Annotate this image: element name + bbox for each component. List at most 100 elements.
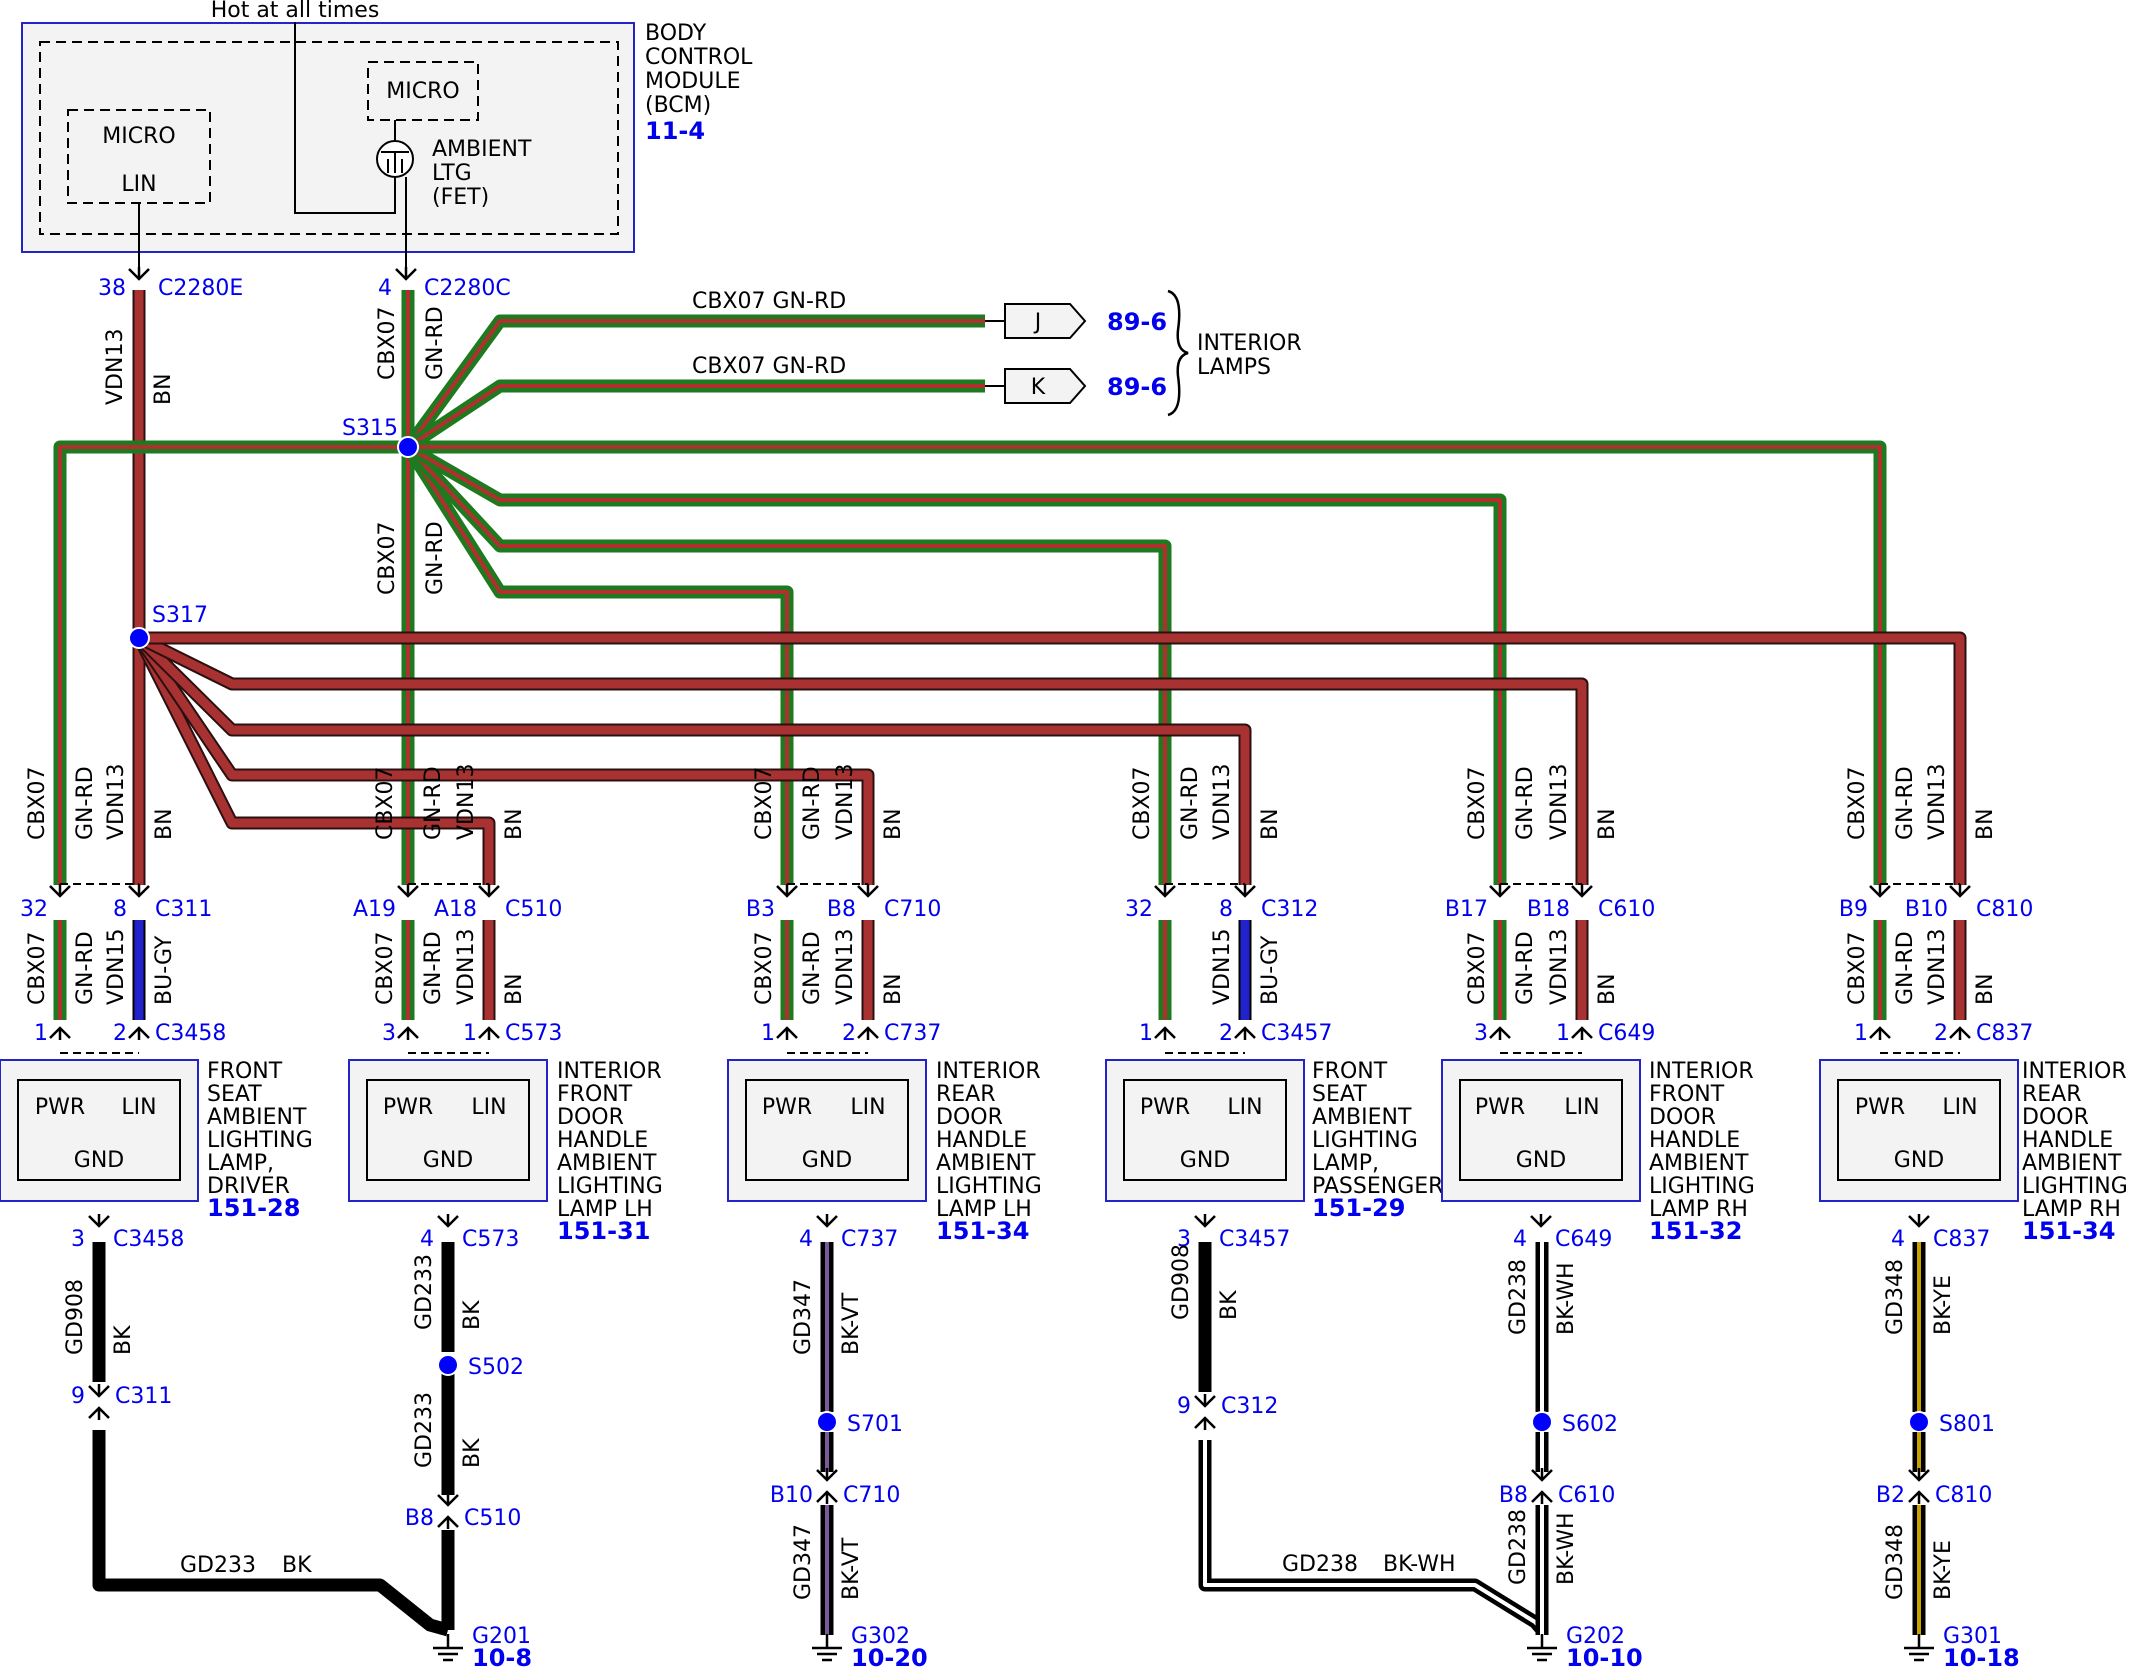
connector-label: C837 bbox=[1933, 1227, 1990, 1252]
vdn13-branch-m3-edge bbox=[133, 634, 875, 885]
ground-circuit-label: GD348 bbox=[1883, 1259, 1908, 1335]
module-pin-arrow bbox=[857, 1026, 879, 1040]
ground-color-label: BK-YE bbox=[1931, 1275, 1956, 1335]
module-name-label: LIGHTING bbox=[936, 1174, 1042, 1199]
bcm-pin-arrow bbox=[128, 267, 150, 281]
module-pin-arrow bbox=[1869, 1026, 1891, 1040]
cbx07-branch-k-stripe bbox=[406, 384, 985, 449]
micro-right-box bbox=[367, 61, 479, 121]
lin-terminal-label: LIN bbox=[121, 1095, 156, 1120]
connector-flag bbox=[1004, 303, 1087, 339]
inline-pin-arrow bbox=[478, 884, 500, 898]
inline-pin-arrow bbox=[1571, 884, 1593, 898]
ground-pin-arrow bbox=[1908, 1214, 1930, 1228]
splice-s315 bbox=[397, 436, 419, 458]
ground-symbol-g301 bbox=[1904, 1634, 1934, 1662]
ground-circuit-label: GD908 bbox=[63, 1279, 88, 1355]
module-name-label: LAMP RH bbox=[1649, 1197, 1748, 1222]
ambient-label: AMBIENT bbox=[432, 137, 532, 162]
ground-color-label: BK-WH bbox=[1383, 1552, 1456, 1577]
module-name-label: LIGHTING bbox=[1312, 1128, 1418, 1153]
ground-color-label: BK bbox=[460, 1438, 485, 1468]
ground-color-label: BK bbox=[460, 1300, 485, 1330]
module-name-label: LAMP, bbox=[207, 1151, 274, 1176]
pin-number: B8 bbox=[1499, 1483, 1528, 1508]
flag-letter: J bbox=[1033, 310, 1042, 335]
wire-color-label: GN-RD bbox=[73, 931, 98, 1005]
pwr-terminal-label: PWR bbox=[1475, 1095, 1525, 1120]
ground-color-label: BK-VT bbox=[839, 1537, 864, 1600]
ground-color-label: BK-YE bbox=[1931, 1540, 1956, 1600]
splice-s502 bbox=[437, 1354, 459, 1376]
wire-circuit-label: VDN13 bbox=[104, 764, 129, 840]
module-name-label: AMBIENT bbox=[1649, 1151, 1749, 1176]
pin-number: 2 bbox=[1934, 1021, 1948, 1046]
wire-color-label: GN-RD bbox=[1178, 766, 1203, 840]
gnd-terminal-label: GND bbox=[423, 1148, 473, 1173]
micro-right-label: MICRO bbox=[386, 79, 459, 104]
connector-label: C311 bbox=[115, 1384, 172, 1409]
pin-number: 9 bbox=[71, 1384, 85, 1409]
ground-pin-arrow bbox=[88, 1384, 110, 1398]
lamp-module-inner bbox=[17, 1079, 181, 1181]
wire-label-k: CBX07 GN-RD bbox=[692, 354, 846, 379]
inline-pin-arrow bbox=[1154, 884, 1176, 898]
cbx07-branch-m4-stripe bbox=[406, 445, 1167, 885]
gnd-terminal-label: GND bbox=[74, 1148, 124, 1173]
inline-pin-arrow bbox=[776, 884, 798, 898]
ground-color-label: BK-WH bbox=[1554, 1512, 1579, 1585]
pin-number: 2 bbox=[113, 1021, 127, 1046]
wire-color-label: GN-RD bbox=[800, 931, 825, 1005]
connector-label: C837 bbox=[1976, 1021, 2033, 1046]
bcm-name-label: BODY bbox=[645, 21, 707, 46]
module-pin-arrow bbox=[1949, 1026, 1971, 1040]
splice-label: S317 bbox=[152, 603, 208, 628]
pin-number: 4 bbox=[420, 1227, 434, 1252]
splice-s701 bbox=[816, 1411, 838, 1433]
wire-circuit-label: VDN13 bbox=[1925, 764, 1950, 840]
ground-pin-arrow bbox=[1531, 1468, 1553, 1482]
splice-label: S701 bbox=[847, 1412, 903, 1437]
bcm-name-label: CONTROL bbox=[645, 45, 753, 70]
cbx07-branch-m3-stripe bbox=[406, 445, 789, 885]
ground-color-label: BK-WH bbox=[1554, 1262, 1579, 1335]
pin-number: 1 bbox=[34, 1021, 48, 1046]
bcm-pin-arrow bbox=[395, 267, 417, 281]
connector-label: C737 bbox=[841, 1227, 898, 1252]
lamp-module-inner bbox=[366, 1079, 530, 1181]
wire-circuit-label: VDN13 bbox=[1925, 929, 1950, 1005]
vdn13-branch-m2-edge bbox=[133, 635, 496, 885]
vdn13-branch-m5-edge bbox=[136, 632, 1589, 885]
ground-pin-arrow bbox=[1530, 1214, 1552, 1228]
ground-pin-arrow bbox=[88, 1214, 110, 1228]
wire-circuit-label: VDN13 bbox=[103, 329, 128, 405]
connector-label: C510 bbox=[464, 1506, 521, 1531]
module-name-label: FRONT bbox=[1312, 1059, 1388, 1084]
wire-circuit-label: CBX07 bbox=[1845, 931, 1870, 1005]
ground-page-ref: 10-20 bbox=[851, 1644, 928, 1668]
pin-number: 2 bbox=[1219, 1021, 1233, 1046]
ground-label: G201 bbox=[472, 1624, 531, 1649]
splice-s602 bbox=[1531, 1411, 1553, 1433]
wire-color-label: BN bbox=[1973, 973, 1998, 1005]
connector-label: C311 bbox=[155, 897, 212, 922]
pin-number: A19 bbox=[353, 897, 396, 922]
wire-color-label: GN-RD bbox=[1893, 766, 1918, 840]
gnd-terminal-label: GND bbox=[1516, 1148, 1566, 1173]
wire-color-label: BN bbox=[502, 808, 527, 840]
connector-label: C649 bbox=[1598, 1021, 1655, 1046]
pin-number: B8 bbox=[405, 1506, 434, 1531]
splice-label: S502 bbox=[468, 1355, 524, 1380]
connector-label: C610 bbox=[1598, 897, 1655, 922]
module-page-ref: 151-31 bbox=[557, 1217, 650, 1245]
ground-pin-arrow bbox=[437, 1214, 459, 1228]
ground-label: G301 bbox=[1943, 1624, 2002, 1649]
module-name-label: DOOR bbox=[936, 1105, 1003, 1130]
cbx07-branch-m5-stripe bbox=[407, 445, 1502, 885]
module-name-label: INTERIOR bbox=[2022, 1059, 2127, 1084]
ground-color-label: BK-VT bbox=[839, 1292, 864, 1355]
bcm-name-label: (BCM) bbox=[645, 93, 711, 118]
connector-label: C710 bbox=[884, 897, 941, 922]
connector-label: C3457 bbox=[1261, 1021, 1332, 1046]
cbx07-branch-m5 bbox=[404, 441, 1507, 885]
